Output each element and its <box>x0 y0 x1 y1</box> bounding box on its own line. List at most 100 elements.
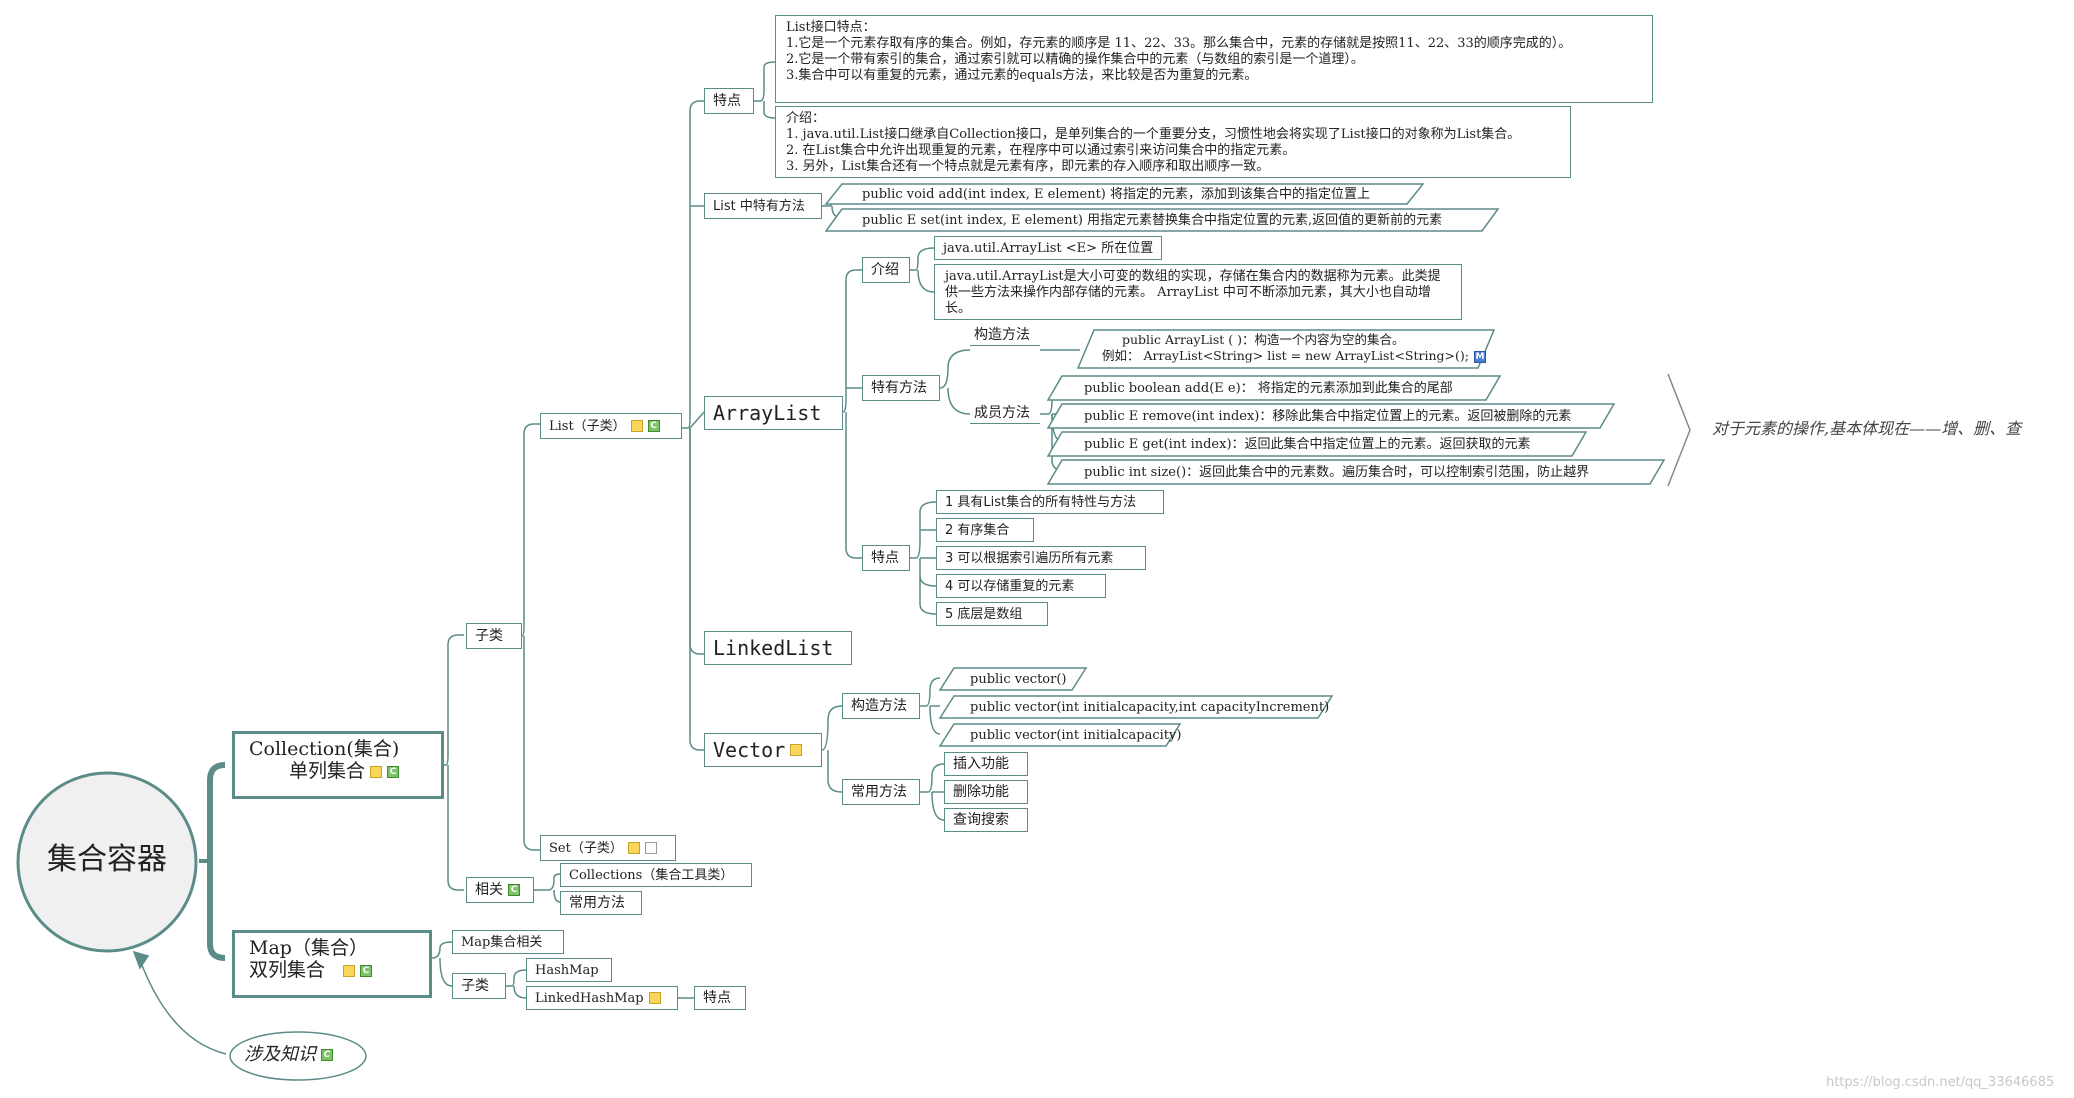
list-method-set[interactable]: public E set(int index, E element) 用指定元素… <box>842 209 1498 231</box>
arraylist-feature-label: 3 可以根据索引遍历所有元素 <box>945 550 1114 566</box>
c-icon: C <box>321 1049 333 1061</box>
vector-common-methods-node[interactable]: 常用方法 <box>842 779 920 805</box>
arraylist-special-methods-label: 特有方法 <box>871 380 927 396</box>
linkedlist-node[interactable]: LinkedList <box>704 631 852 665</box>
arraylist-ctor-sig[interactable]: public ArrayList ( )：构造一个内容为空的集合。 例如： Ar… <box>1090 332 1488 368</box>
collections-tool-node[interactable]: Collections（集合工具类） <box>560 863 752 887</box>
collection-subtitle: 单列集合 <box>289 760 366 782</box>
member-method-label: public int size()：返回此集合中的元素数。遍历集合时，可以控制索… <box>1084 464 1590 480</box>
related-label: 相关 <box>475 882 503 898</box>
member-method-size[interactable]: public int size()：返回此集合中的元素数。遍历集合时，可以控制索… <box>1062 460 1662 484</box>
arraylist-member-methods-node[interactable]: 成员方法 <box>970 406 1040 424</box>
arraylist-features-label: 特点 <box>871 550 899 566</box>
arraylist-desc: java.util.ArrayList是大小可变的数组的实现，存储在集合内的数据… <box>934 264 1462 320</box>
list-intro-line: 2. 在List集合中允许出现重复的元素，在程序中可以通过索引来访问集合中的指定… <box>786 143 1296 158</box>
crud-note: 对于元素的操作,基本体现在——增、删、查 <box>1712 419 2022 438</box>
member-method-get[interactable]: public E get(int index)：返回此集合中指定位置上的元素。返… <box>1062 432 1584 456</box>
list-method-add[interactable]: public void add(int index, E element) 将指… <box>842 184 1422 204</box>
hashmap-node[interactable]: HashMap <box>526 958 612 982</box>
shape-vector-ctor-3 <box>938 723 1182 747</box>
list-features-line: 1.它是一个元素存取有序的集合。例如，存元素的顺序是 11、22、33。那么集合… <box>786 36 1572 51</box>
list-intro-line: 3. 另外，List集合还有一个特点就是元素有序，即元素的存入顺序和取出顺序一致… <box>786 159 1270 174</box>
map-subclasses-label: 子类 <box>461 978 489 994</box>
watermark: https://blog.csdn.net/qq_33646685 <box>1826 1075 2055 1090</box>
member-method-label: public E remove(int index)：移除此集合中指定位置上的元… <box>1084 408 1572 424</box>
arraylist-label: ArrayList <box>713 401 822 425</box>
arraylist-ctor-line: 例如： ArrayList<String> list = new ArrayLi… <box>1102 348 1469 363</box>
member-method-label: public E get(int index)：返回此集合中指定位置上的元素。返… <box>1084 436 1531 452</box>
arraylist-constructor-node[interactable]: 构造方法 <box>970 328 1040 346</box>
linkedhashmap-features-node[interactable]: 特点 <box>694 986 746 1010</box>
list-node[interactable]: List（子类） C <box>540 413 682 439</box>
subclasses-node[interactable]: 子类 <box>466 623 522 649</box>
vector-common-label: 插入功能 <box>953 756 1009 772</box>
member-method-add[interactable]: public boolean add(E e)： 将指定的元素添加到此集合的尾部 <box>1062 376 1498 400</box>
linkedhashmap-node[interactable]: LinkedHashMap <box>526 986 678 1010</box>
list-intro-line: 1. java.util.List接口继承自Collection接口，是单列集合… <box>786 127 1521 142</box>
note-icon <box>630 420 643 432</box>
linkedlist-label: LinkedList <box>713 636 834 660</box>
shape-vector-ctor-1 <box>938 667 1088 691</box>
list-special-methods-label: List 中特有方法 <box>713 198 805 214</box>
linkedhashmap-features-label: 特点 <box>703 990 731 1006</box>
vector-common-label: 删除功能 <box>953 784 1009 800</box>
map-related-label: Map集合相关 <box>461 934 543 950</box>
c-icon: C <box>508 884 520 896</box>
m-icon: M <box>1473 350 1486 363</box>
map-related-node[interactable]: Map集合相关 <box>452 930 564 954</box>
set-node[interactable]: Set（子类） <box>540 835 676 861</box>
arraylist-node[interactable]: ArrayList <box>704 396 843 430</box>
list-features-line: 3.集合中可以有重复的元素，通过元素的equals方法，来比较是否为重复的元素。 <box>786 68 1258 83</box>
arraylist-intro-label: 介绍 <box>871 262 899 278</box>
collection-title: Collection(集合) <box>249 738 400 760</box>
member-method-remove[interactable]: public E remove(int index)：移除此集合中指定位置上的元… <box>1062 404 1612 428</box>
root-node[interactable]: 集合容器 <box>47 842 167 877</box>
arraylist-location: java.util.ArrayList <E> 所在位置 <box>934 236 1162 260</box>
vector-ctor-label: public vector(int initialcapacity,int ca… <box>970 699 1330 715</box>
list-features-line: List接口特点： <box>786 20 876 35</box>
arraylist-intro-node[interactable]: 介绍 <box>862 257 910 283</box>
map-title: Map（集合） <box>249 937 368 959</box>
map-subclasses-node[interactable]: 子类 <box>452 973 506 999</box>
vector-common-methods-label: 常用方法 <box>851 784 907 800</box>
list-label: List（子类） <box>549 418 626 434</box>
vector-constructor-node[interactable]: 构造方法 <box>842 693 920 719</box>
common-methods-label: 常用方法 <box>569 895 625 911</box>
note-icon <box>627 842 640 854</box>
shape-list-method-add <box>824 183 1425 205</box>
c-icon: C <box>360 965 373 977</box>
arraylist-feature-label: 5 底层是数组 <box>945 606 1023 622</box>
arraylist-feature-label: 2 有序集合 <box>945 522 1010 538</box>
c-icon: C <box>647 420 660 432</box>
note-icon <box>343 965 356 977</box>
list-special-methods-node[interactable]: List 中特有方法 <box>704 193 822 219</box>
list-features-node[interactable]: 特点 <box>704 88 754 114</box>
document-icon <box>644 842 657 854</box>
arraylist-member-methods-label: 成员方法 <box>974 405 1030 421</box>
list-method-add-label: public void add(int index, E element) 将指… <box>862 186 1371 202</box>
common-methods-node[interactable]: 常用方法 <box>560 891 642 915</box>
vector-node[interactable]: Vector <box>704 733 822 767</box>
vector-ctor-1[interactable]: public vector() <box>954 668 1086 690</box>
vector-ctor-label: public vector() <box>970 671 1067 687</box>
vector-ctor-3[interactable]: public vector(int initialcapacity) <box>954 724 1181 746</box>
arraylist-special-methods-node[interactable]: 特有方法 <box>862 375 940 401</box>
related-knowledge-shape <box>229 1031 367 1081</box>
arraylist-features-node[interactable]: 特点 <box>862 545 910 571</box>
root-node-shape <box>16 771 198 953</box>
arraylist-feature-2: 2 有序集合 <box>936 518 1034 542</box>
member-method-label: public boolean add(E e)： 将指定的元素添加到此集合的尾部 <box>1084 380 1453 396</box>
vector-label: Vector <box>713 738 786 762</box>
hashmap-label: HashMap <box>535 962 599 978</box>
shape-vector-ctor-2 <box>938 695 1334 719</box>
related-node[interactable]: 相关 C <box>466 877 534 903</box>
arraylist-ctor-line: public ArrayList ( )：构造一个内容为空的集合。 <box>1122 332 1405 347</box>
arraylist-desc-text: java.util.ArrayList是大小可变的数组的实现，存储在集合内的数据… <box>945 269 1441 316</box>
subclasses-label: 子类 <box>475 628 503 644</box>
vector-ctor-2[interactable]: public vector(int initialcapacity,int ca… <box>954 696 1332 718</box>
arraylist-feature-1: 1 具有List集合的所有特性与方法 <box>936 490 1164 514</box>
